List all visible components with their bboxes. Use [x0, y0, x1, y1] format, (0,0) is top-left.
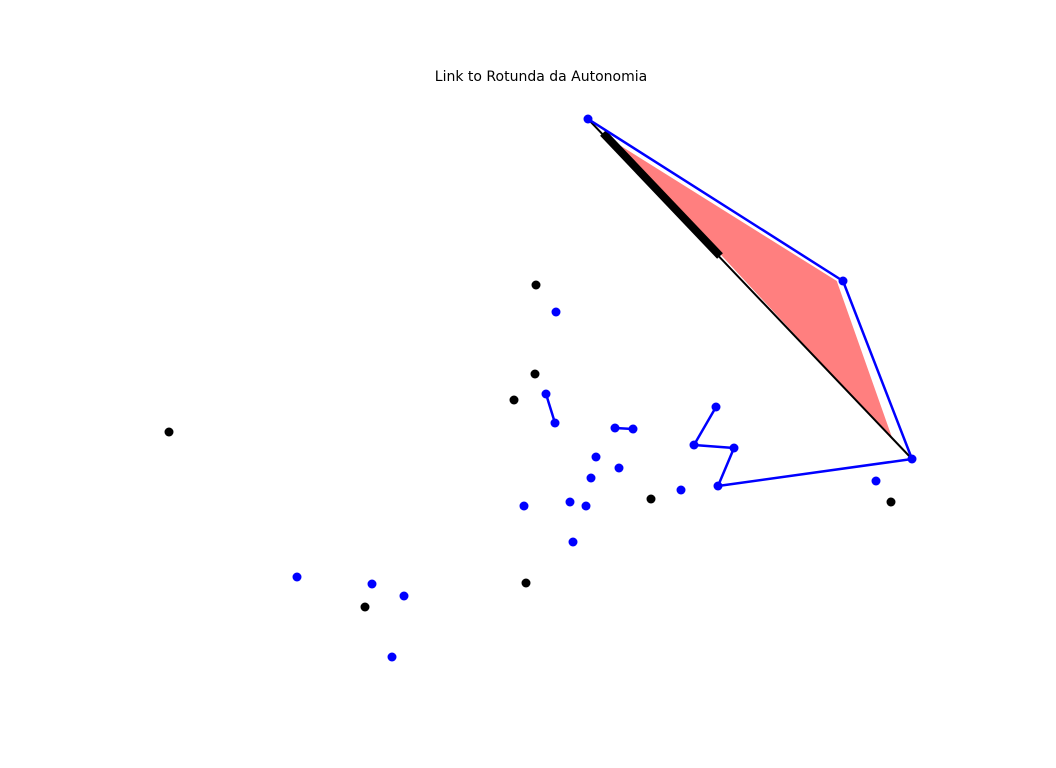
route-line-short-1: [544, 393, 557, 424]
black-node: [164, 427, 174, 437]
black-node: [646, 494, 656, 504]
blue-node: [838, 276, 848, 286]
blue-node: [689, 440, 699, 450]
blue-node: [568, 537, 578, 547]
blue-node: [628, 424, 638, 434]
blue-node: [583, 114, 593, 124]
blue-node: [907, 454, 917, 464]
blue-node: [541, 389, 551, 399]
blue-node: [871, 476, 881, 486]
blue-node: [565, 497, 575, 507]
blue-node: [519, 501, 529, 511]
blue-nodes: [292, 114, 917, 662]
black-node: [509, 395, 519, 405]
black-node: [531, 280, 541, 290]
blue-node: [614, 463, 624, 473]
blue-node: [581, 501, 591, 511]
figure-title: Link to Rotunda da Autonomia: [434, 69, 648, 85]
blue-node: [550, 418, 560, 428]
blue-node: [729, 443, 739, 453]
thick-link-segment: [600, 130, 723, 259]
black-nodes: [164, 280, 896, 612]
blue-node: [711, 402, 721, 412]
black-node: [360, 602, 370, 612]
blue-node: [586, 473, 596, 483]
blue-node: [676, 485, 686, 495]
black-node: [521, 578, 531, 588]
blue-node: [387, 652, 397, 662]
black-node: [530, 369, 540, 379]
blue-node: [591, 452, 601, 462]
blue-node: [292, 572, 302, 582]
black-node: [886, 497, 896, 507]
blue-node: [399, 591, 409, 601]
blue-node: [551, 307, 561, 317]
blue-node: [713, 481, 723, 491]
blue-node: [610, 423, 620, 433]
blue-node: [367, 579, 377, 589]
